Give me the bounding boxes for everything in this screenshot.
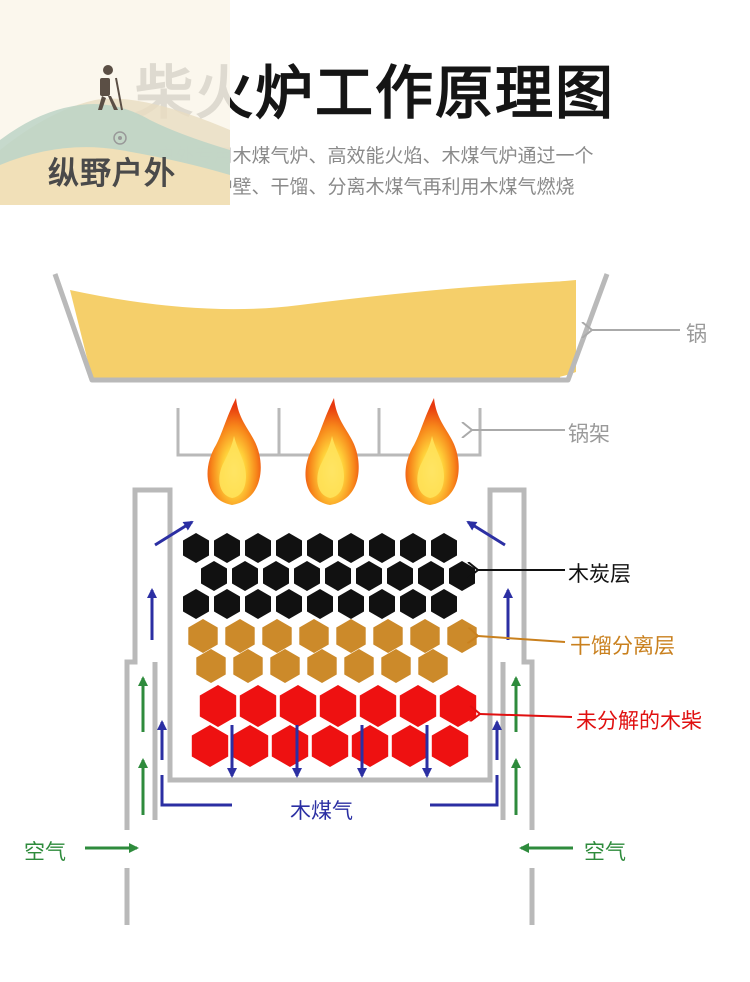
hexagon — [279, 685, 317, 727]
hexagon — [410, 619, 440, 653]
hexagon — [400, 589, 426, 619]
hexagon — [369, 589, 395, 619]
hexagon — [431, 725, 469, 767]
hexagon — [418, 649, 448, 683]
hexagon — [214, 589, 240, 619]
hexagon — [387, 561, 413, 591]
hexagon — [276, 533, 302, 563]
hexagon — [400, 533, 426, 563]
wood-gas-arrows — [147, 520, 513, 807]
hexagon — [338, 533, 364, 563]
flame-icon — [305, 398, 359, 505]
brand-name: 纵野户外 — [48, 156, 176, 192]
hexagon — [191, 725, 229, 767]
charcoal-layer — [183, 533, 475, 619]
hexagon — [351, 725, 389, 767]
hexagon — [307, 649, 337, 683]
hexagon — [188, 619, 218, 653]
label-dry-distillation-layer: 干馏分离层 — [570, 634, 675, 658]
hexagon — [439, 685, 477, 727]
label-pointers — [478, 570, 573, 717]
stove-walls — [124, 487, 535, 925]
label-air-left: 空气 — [24, 840, 66, 864]
hexagon — [447, 619, 477, 653]
hexagon — [381, 649, 411, 683]
hexagon — [359, 685, 397, 727]
label-pot: 锅 — [686, 322, 707, 346]
flames — [207, 398, 459, 505]
hexagon — [338, 589, 364, 619]
hexagon — [307, 533, 333, 563]
hexagon — [231, 725, 269, 767]
label-undecomposed-wood: 未分解的木柴 — [576, 709, 702, 733]
hexagon — [299, 619, 329, 653]
hexagon — [232, 561, 258, 591]
hexagon — [214, 533, 240, 563]
label-charcoal-layer: 木炭层 — [568, 562, 631, 586]
hexagon — [431, 533, 457, 563]
hexagon — [325, 561, 351, 591]
hiker-mountain-icon — [0, 65, 230, 205]
label-pot-stand: 锅架 — [568, 422, 610, 446]
label-wood-gas: 木煤气 — [290, 799, 353, 823]
flame-icon — [405, 398, 459, 505]
hexagon — [449, 561, 475, 591]
hexagon — [183, 589, 209, 619]
hexagon — [431, 589, 457, 619]
hexagon — [199, 685, 237, 727]
subtitle-line-1: 户外专用木煤气炉、高效能火焰、木煤气炉通过一个 — [156, 145, 594, 167]
hexagon — [399, 685, 437, 727]
hexagon — [245, 589, 271, 619]
hexagon — [418, 561, 444, 591]
flame-icon — [207, 398, 261, 505]
hexagon — [356, 561, 382, 591]
subtitle-line-2: 双层炉壁、干馏、分离木煤气再利用木煤气燃烧 — [175, 176, 575, 198]
hexagon — [319, 685, 357, 727]
hexagon — [183, 533, 209, 563]
hexagon — [239, 685, 277, 727]
hexagon — [369, 533, 395, 563]
hexagon — [196, 649, 226, 683]
hexagon — [391, 725, 429, 767]
hexagon — [263, 561, 289, 591]
dry-distillation-layer — [188, 619, 477, 683]
hexagon — [276, 589, 302, 619]
hexagon — [201, 561, 227, 591]
hexagon — [225, 619, 255, 653]
hexagon — [294, 561, 320, 591]
label-air-right: 空气 — [584, 840, 626, 864]
hexagon — [311, 725, 349, 767]
hexagon — [336, 619, 366, 653]
hexagon — [307, 589, 333, 619]
wood-layer — [191, 685, 477, 767]
brand-watermark: 纵野户外 — [0, 0, 230, 205]
air-arrows — [85, 676, 573, 853]
hexagon — [233, 649, 263, 683]
hexagon — [344, 649, 374, 683]
hexagon — [270, 649, 300, 683]
hexagon — [245, 533, 271, 563]
hexagon — [262, 619, 292, 653]
pot — [52, 273, 680, 383]
hexagon — [271, 725, 309, 767]
hexagon — [373, 619, 403, 653]
